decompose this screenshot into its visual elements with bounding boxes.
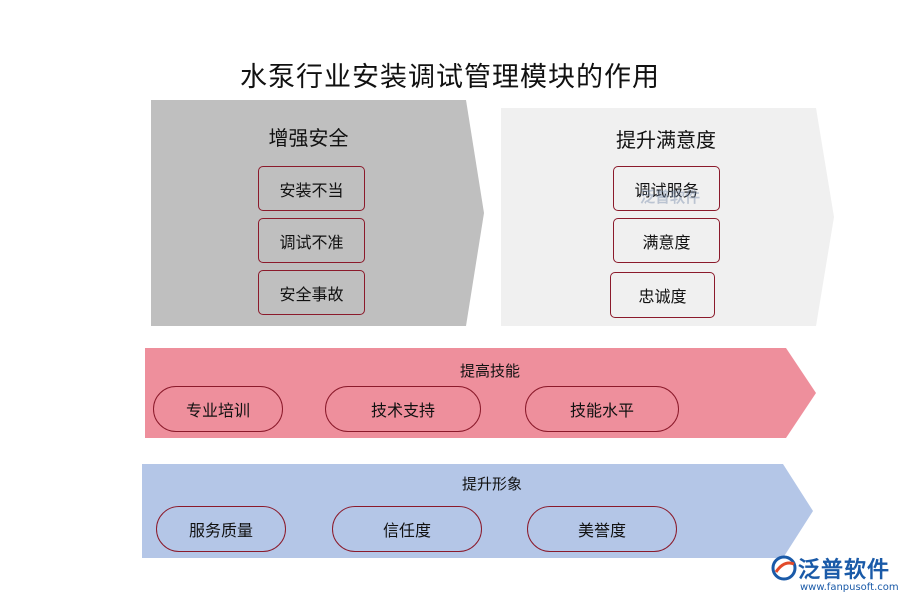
- panel-skills-title: 提高技能: [459, 362, 520, 380]
- panel-safety: 增强安全 安装不当 调试不准 安全事故: [151, 100, 486, 326]
- skills-item-2: 技术支持: [325, 386, 481, 432]
- satisfaction-item-1: 调试服务: [613, 166, 720, 211]
- diagram-title: 水泵行业安装调试管理模块的作用: [240, 62, 660, 93]
- image-item-2: 信任度: [332, 506, 482, 552]
- panel-skills-arrow: [145, 348, 816, 438]
- brand-logo: 泛普软件 www.fanpusoft.com: [768, 552, 899, 597]
- panel-satisfaction-title: 提升满意度: [616, 128, 716, 152]
- watermark: 泛普软件: [640, 188, 701, 206]
- safety-item-3: 安全事故: [258, 270, 365, 315]
- panel-image-arrow: [142, 464, 813, 558]
- satisfaction-item-2: 满意度: [613, 218, 720, 263]
- skills-item-1: 专业培训: [153, 386, 283, 432]
- panel-image: 提升形象 服务质量 信任度 美誉度: [142, 464, 814, 558]
- panel-satisfaction: 提升满意度 调试服务 满意度 忠诚度: [501, 108, 836, 326]
- panel-image-title: 提升形象: [461, 475, 522, 493]
- image-item-1: 服务质量: [156, 506, 286, 552]
- satisfaction-item-3: 忠诚度: [610, 272, 715, 318]
- logo-name: 泛普软件: [798, 558, 891, 583]
- panel-satisfaction-arrow: [501, 108, 834, 326]
- safety-item-1: 安装不当: [258, 166, 365, 211]
- logo-icon: [771, 555, 797, 581]
- image-item-3: 美誉度: [527, 506, 677, 552]
- panel-safety-title: 增强安全: [268, 126, 349, 150]
- skills-item-3: 技能水平: [525, 386, 679, 432]
- logo-url: www.fanpusoft.com: [800, 582, 899, 593]
- safety-item-2: 调试不准: [258, 218, 365, 263]
- panel-safety-arrow: [151, 100, 484, 326]
- panel-skills: 提高技能 专业培训 技术支持 技能水平: [145, 348, 817, 438]
